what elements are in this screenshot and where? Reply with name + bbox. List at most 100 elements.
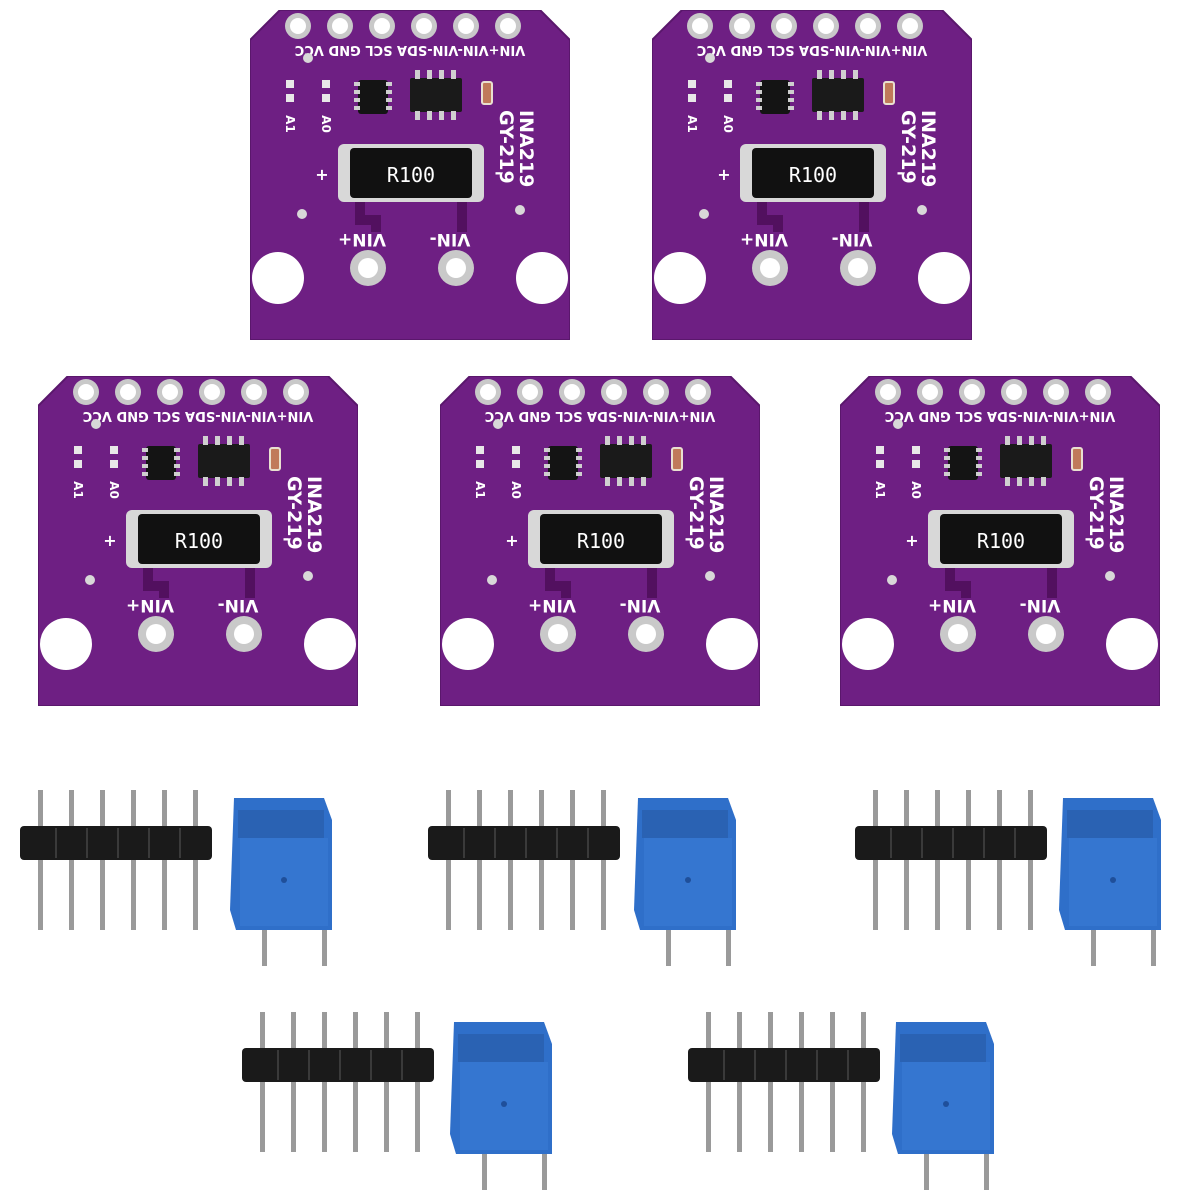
header-hole (283, 379, 309, 405)
terminal-hole (350, 250, 386, 286)
vin-plus-label: VIN+ (528, 595, 576, 615)
ina219-chip (198, 436, 250, 486)
pin-header-6pin (428, 790, 628, 940)
terminal-hole (138, 616, 174, 652)
screw-terminal-2pin (630, 790, 740, 970)
ina219-chip (600, 436, 652, 486)
capacitor (269, 447, 281, 471)
resistor-network (756, 80, 794, 114)
pin-label-row: VIN+VIN-VIN-SDA SCL GND VCC (697, 42, 928, 57)
header-plastic (20, 826, 212, 860)
header-hole (495, 13, 521, 39)
board-name-label: GY-219 (1085, 476, 1107, 550)
model-label: INA219 (1105, 476, 1127, 553)
terminal-pin (666, 900, 671, 966)
header-hole (813, 13, 839, 39)
resistor-label: R100 (387, 163, 435, 187)
resistor-network (944, 446, 982, 480)
mounting-hole (304, 618, 356, 670)
screw-terminal-svg (1059, 798, 1161, 966)
resistor-label: R100 (577, 529, 625, 553)
mounting-hole (706, 618, 758, 670)
screw-terminal-svg (450, 1022, 552, 1190)
address-pad-label: A0 (721, 115, 735, 133)
board-name-label: GY-219 (283, 476, 305, 550)
vin-plus-label: VIN+ (126, 595, 174, 615)
terminal-pin (322, 900, 327, 966)
shunt-resistor: R100 (126, 510, 272, 568)
mounting-hole (40, 618, 92, 670)
header-plastic (688, 1048, 880, 1082)
terminal-pin (924, 1124, 929, 1190)
mounting-hole (252, 252, 304, 304)
header-hole (453, 13, 479, 39)
terminal-pin (482, 1124, 487, 1190)
board-name-label: GY-219 (495, 110, 517, 184)
header-hole (199, 379, 225, 405)
minus-marker: - (495, 163, 502, 182)
header-hole (327, 13, 353, 39)
address-pad-label: A1 (685, 115, 699, 133)
header-hole (917, 379, 943, 405)
pin-header-svg (428, 790, 620, 930)
vin-minus-label: VIN- (1020, 595, 1061, 615)
screw-terminal-2pin (888, 1014, 998, 1194)
vin-plus-label: VIN+ (928, 595, 976, 615)
model-label: INA219 (917, 110, 939, 187)
header-hole (855, 13, 881, 39)
shunt-resistor: R100 (740, 144, 886, 202)
screw-terminal-svg (892, 1022, 994, 1190)
pin-header-svg (20, 790, 212, 930)
model-label: INA219 (303, 476, 325, 553)
ina219-chip (1000, 436, 1052, 486)
resistor-network (354, 80, 392, 114)
header-hole (73, 379, 99, 405)
header-plastic (242, 1048, 434, 1082)
shunt-resistor: R100 (338, 144, 484, 202)
plus-marker: + (103, 531, 116, 550)
mounting-hole (516, 252, 568, 304)
terminal-hole (540, 616, 576, 652)
plus-marker: + (717, 165, 730, 184)
header-hole (369, 13, 395, 39)
header-hole (475, 379, 501, 405)
terminal-pin (1151, 900, 1156, 966)
plus-marker: + (505, 531, 518, 550)
terminal-hole (438, 250, 474, 286)
ina219-chip (812, 70, 864, 120)
resistor-label: R100 (789, 163, 837, 187)
pin-header-svg (855, 790, 1047, 930)
header-hole (729, 13, 755, 39)
terminal-hole (628, 616, 664, 652)
mounting-hole (842, 618, 894, 670)
header-hole (1001, 379, 1027, 405)
terminal-hole (1028, 616, 1064, 652)
header-hole (875, 379, 901, 405)
address-pad-label: A0 (107, 481, 121, 499)
vin-minus-label: VIN- (832, 229, 873, 249)
header-hole (157, 379, 183, 405)
pin-label-row: VIN+VIN-VIN-SDA SCL GND VCC (295, 42, 526, 57)
terminal-pin (1091, 900, 1096, 966)
header-plastic (855, 826, 1047, 860)
resistor-network (544, 446, 582, 480)
resistor-label: R100 (175, 529, 223, 553)
mounting-hole (442, 618, 494, 670)
header-hole (959, 379, 985, 405)
header-plastic (428, 826, 620, 860)
terminal-pin (726, 900, 731, 966)
header-hole (241, 379, 267, 405)
pin-header-svg (242, 1012, 434, 1152)
pin-header-6pin (855, 790, 1055, 940)
screw-terminal-2pin (226, 790, 336, 970)
resistor-label: R100 (977, 529, 1025, 553)
header-hole (1043, 379, 1069, 405)
address-pad-label: A1 (283, 115, 297, 133)
vin-minus-label: VIN- (218, 595, 259, 615)
shunt-resistor: R100 (528, 510, 674, 568)
address-pad-label: A1 (71, 481, 85, 499)
pin-label-row: VIN+VIN-VIN-SDA SCL GND VCC (885, 408, 1116, 423)
